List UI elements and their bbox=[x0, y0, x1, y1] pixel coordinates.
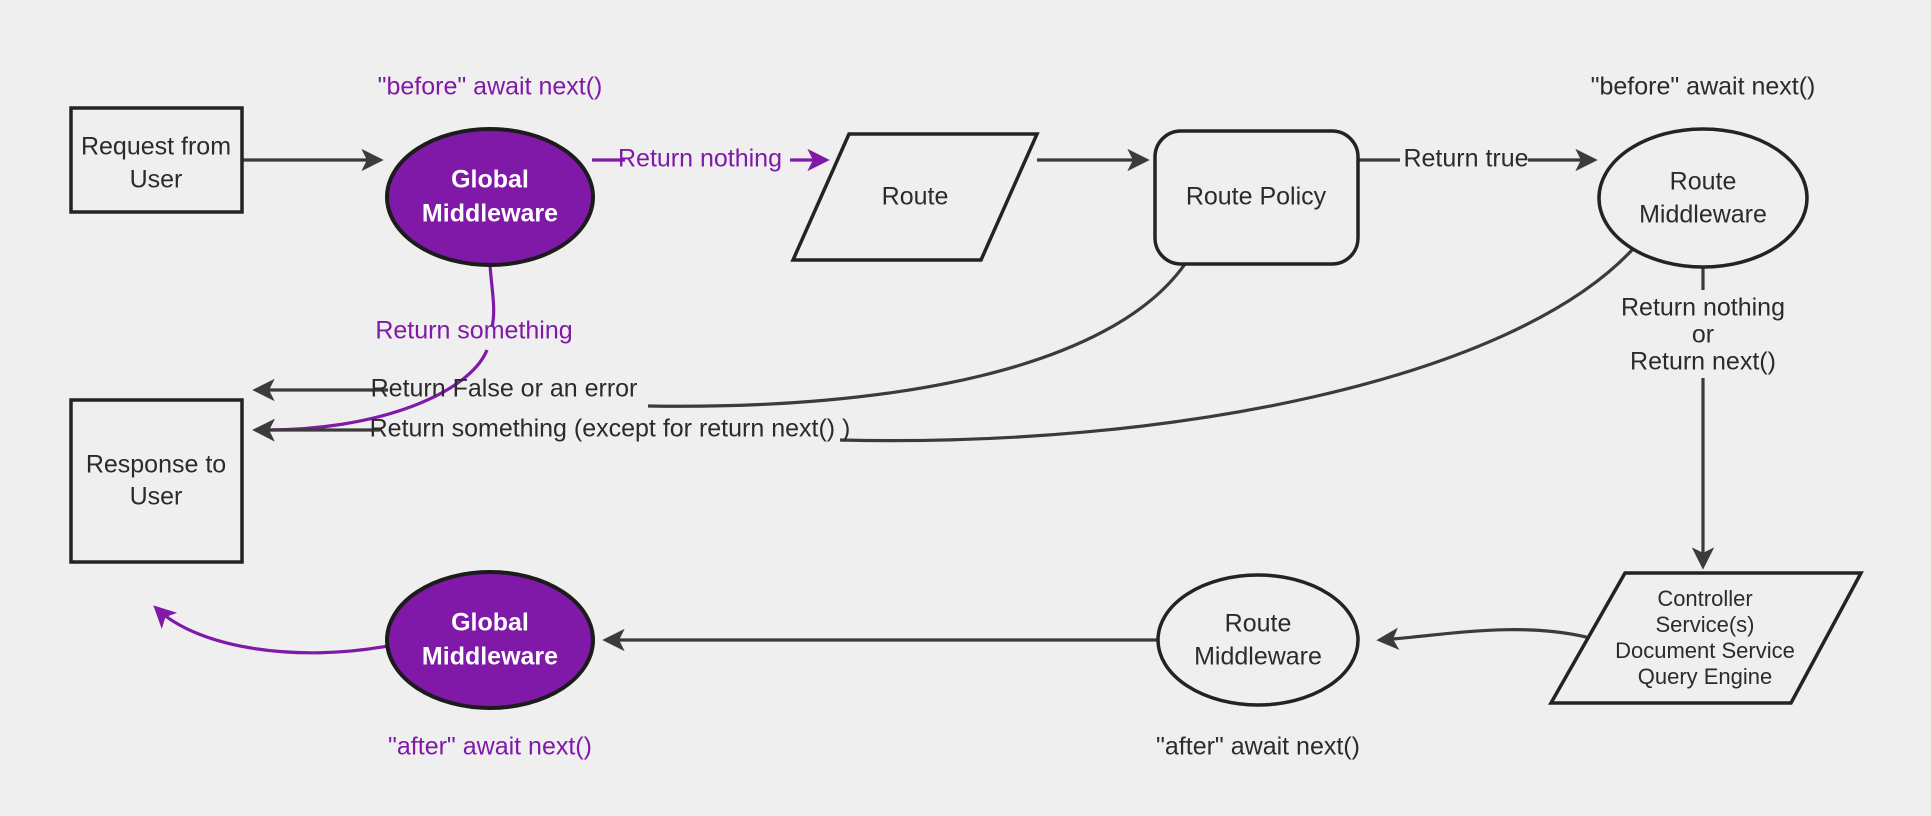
node-controller-services-label-line1: Controller bbox=[1657, 586, 1752, 611]
edge-label-return-something: Return something bbox=[375, 317, 572, 345]
node-route-middleware-bottom-label-line2: Middleware bbox=[1194, 643, 1322, 671]
node-global-middleware-bottom[interactable] bbox=[385, 570, 595, 710]
node-global-middleware-bottom-label-line1: Global bbox=[451, 609, 529, 637]
edge-route-middleware-to-response bbox=[839, 248, 1634, 443]
edge-route-policy-to-response bbox=[647, 263, 1187, 408]
node-controller-services-label-line2: Service(s) bbox=[1655, 612, 1754, 637]
edge-global-middleware-bottom-to-response bbox=[153, 605, 389, 655]
node-response-to-user-label-line2: User bbox=[130, 483, 183, 511]
edge-label-return-nothing-or-line3: Return next() bbox=[1630, 348, 1776, 376]
node-controller-services[interactable] bbox=[1547, 571, 1864, 705]
node-route-label: Route bbox=[882, 183, 949, 211]
edge-label-return-nothing-or-line1: Return nothing bbox=[1621, 294, 1785, 322]
node-request-from-user-label-line1: Request from bbox=[81, 133, 231, 161]
node-controller-services-label-line3: Document Service bbox=[1615, 638, 1795, 663]
node-global-middleware-top-label-line2: Middleware bbox=[422, 200, 558, 228]
annotation-after-await-next-route: "after" await next() bbox=[1156, 733, 1360, 761]
edge-controller-to-route-middleware-bottom bbox=[1376, 627, 1591, 650]
node-route-middleware-top-label-line2: Middleware bbox=[1639, 201, 1767, 229]
annotation-before-await-next-global: "before" await next() bbox=[378, 73, 603, 101]
annotation-before-await-next-route: "before" await next() bbox=[1591, 73, 1816, 101]
node-route-middleware-bottom[interactable] bbox=[1156, 573, 1360, 707]
node-global-middleware-bottom-label-line2: Middleware bbox=[422, 643, 558, 671]
annotation-after-await-next-global: "after" await next() bbox=[388, 733, 592, 761]
node-response-to-user[interactable] bbox=[69, 398, 244, 564]
node-controller-services-label-line4: Query Engine bbox=[1638, 664, 1773, 689]
node-route[interactable] bbox=[790, 132, 1040, 262]
edge-label-return-true: Return true bbox=[1403, 145, 1528, 173]
edge-label-return-false-or-error: Return False or an error bbox=[371, 375, 638, 403]
edge-global-middleware-to-response bbox=[488, 264, 496, 328]
node-route-policy-label: Route Policy bbox=[1186, 183, 1327, 211]
node-route-middleware-top-label-line1: Route bbox=[1670, 168, 1737, 196]
node-global-middleware-top-label-line1: Global bbox=[451, 166, 529, 194]
node-global-middleware-top[interactable] bbox=[385, 127, 595, 267]
edge-label-return-nothing: Return nothing bbox=[618, 145, 782, 173]
node-request-from-user-label-line2: User bbox=[130, 166, 183, 194]
node-request-from-user[interactable] bbox=[69, 106, 244, 214]
edge-label-return-something-except: Return something (except for return next… bbox=[370, 415, 851, 443]
node-route-middleware-top[interactable] bbox=[1597, 127, 1809, 269]
node-route-middleware-bottom-label-line1: Route bbox=[1225, 610, 1292, 638]
edge-label-return-nothing-or-line2: or bbox=[1692, 321, 1714, 349]
node-route-policy[interactable] bbox=[1153, 129, 1360, 266]
node-response-to-user-label-line1: Response to bbox=[86, 451, 226, 479]
